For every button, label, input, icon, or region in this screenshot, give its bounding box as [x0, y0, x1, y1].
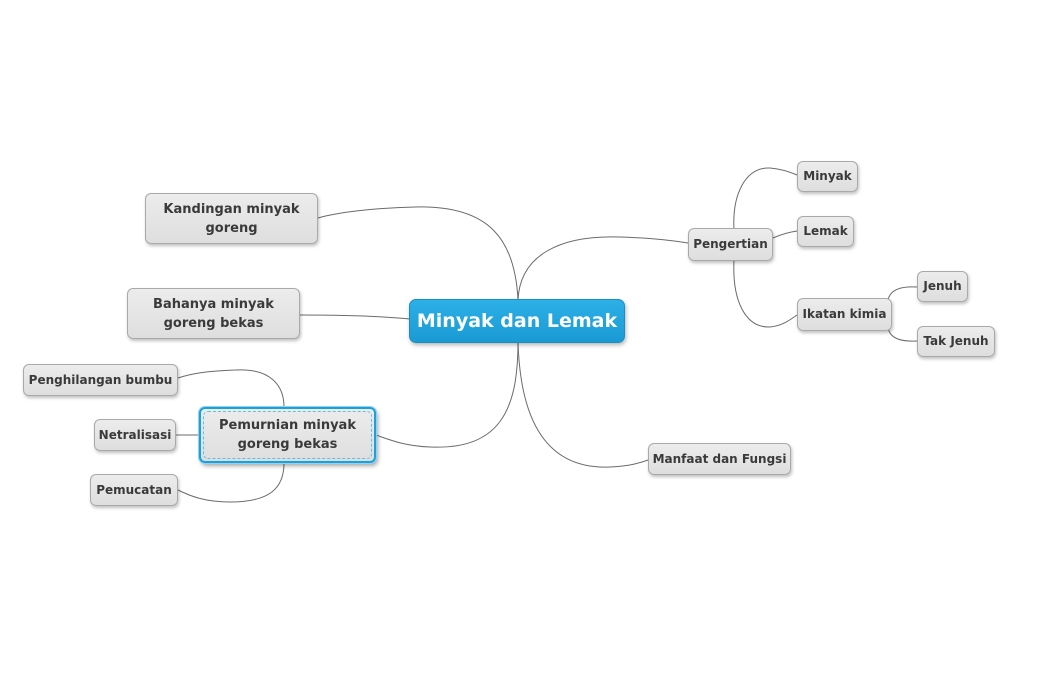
connector-pengertian-minyak [733, 167, 798, 231]
central-topic-label: Minyak dan Lemak [416, 309, 618, 332]
subtopic-penghilangan-label: Penghilangan bumbu [28, 372, 173, 387]
subtopic-ikatan-node[interactable]: Ikatan kimia [797, 298, 892, 331]
topic-pemurnian-node[interactable]: Pemurnian minyak goreng bekas [199, 407, 376, 463]
subtopic-pemucatan-label: Pemucatan [96, 482, 172, 497]
connector-ikatan-takjenuh [887, 327, 918, 342]
subtopic-penghilangan-node[interactable]: Penghilangan bumbu [23, 364, 178, 396]
connector-pemurnian-penghilangan [177, 369, 285, 408]
connector-pemurnian-pemucatan [177, 462, 285, 503]
connector-ikatan-jenuh [887, 286, 918, 301]
subtopic-minyak-node[interactable]: Minyak [797, 161, 858, 192]
topic-pemurnian-label: Pemurnian minyak goreng bekas [219, 418, 356, 452]
connector-pengertian-ikatan [733, 259, 798, 328]
topic-manfaat-node[interactable]: Manfaat dan Fungsi [648, 443, 791, 475]
subtopic-pemucatan-node[interactable]: Pemucatan [90, 474, 178, 506]
subtopic-ikatan-label: Ikatan kimia [802, 307, 887, 321]
subtopic-netralisasi-label: Netralisasi [98, 427, 172, 442]
subtopic-lemak-label: Lemak [803, 224, 848, 238]
topic-manfaat-label: Manfaat dan Fungsi [652, 451, 787, 466]
topic-bahaya-label: Bahanya minyak goreng bekas [153, 296, 274, 331]
topic-pengertian-node[interactable]: Pengertian [688, 228, 773, 261]
subtopic-jenuh-node[interactable]: Jenuh [917, 271, 968, 302]
subtopic-jenuh-label: Jenuh [923, 279, 962, 293]
subtopic-takjenuh-label: Tak Jenuh [923, 334, 989, 348]
subtopic-netralisasi-node[interactable]: Netralisasi [94, 419, 176, 451]
topic-kandungan-label: Kandingan minyak goreng [163, 201, 300, 236]
connector-central-pemurnian [375, 341, 519, 448]
central-topic-node[interactable]: Minyak dan Lemak [409, 299, 625, 343]
connector-central-bahaya [299, 314, 411, 320]
subtopic-lemak-node[interactable]: Lemak [797, 216, 854, 247]
connector-central-kandungan [317, 206, 519, 301]
topic-pengertian-label: Pengertian [693, 237, 768, 251]
connector-pengertian-lemak [772, 230, 798, 239]
subtopic-minyak-label: Minyak [803, 169, 852, 183]
topic-kandungan-node[interactable]: Kandingan minyak goreng [145, 193, 318, 244]
connector-central-pengertian [517, 236, 689, 301]
topic-bahaya-node[interactable]: Bahanya minyak goreng bekas [127, 288, 300, 339]
connector-central-manfaat [517, 341, 649, 468]
subtopic-takjenuh-node[interactable]: Tak Jenuh [917, 326, 995, 357]
